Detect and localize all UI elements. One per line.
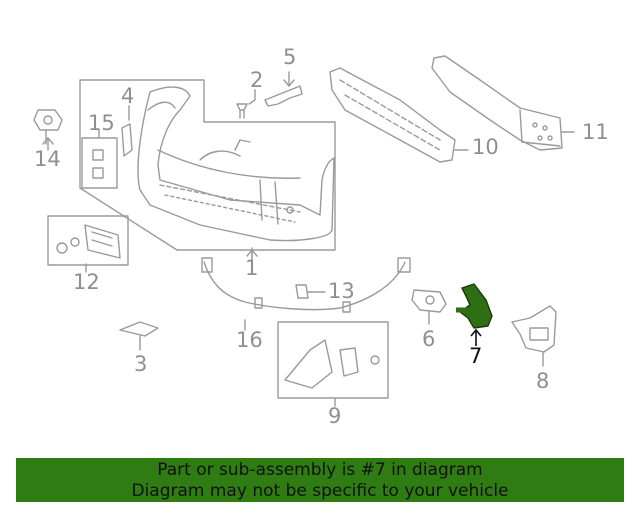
sensor-part-14 (33, 109, 63, 145)
fog-lamp-bezel-part-9 (284, 339, 380, 389)
part-label-3[interactable]: 3 (134, 352, 148, 376)
group-box-9 (277, 321, 389, 399)
bracket-part-8 (511, 305, 557, 367)
bracket-part-4 (121, 105, 133, 157)
part-label-8[interactable]: 8 (536, 369, 550, 393)
part-label-2[interactable]: 2 (250, 68, 264, 92)
part-label-12[interactable]: 12 (73, 270, 100, 294)
part-label-1[interactable]: 1 (245, 256, 259, 280)
banner-line-2: Diagram may not be specific to your vehi… (131, 481, 509, 501)
wire-harness-part-16 (201, 247, 411, 313)
reinforcement-part-11 (431, 55, 575, 151)
bracket-part-3 (119, 321, 159, 351)
bumper-group-box (79, 79, 336, 251)
info-banner: Part or sub-assembly is #7 in diagram Di… (16, 458, 624, 502)
clip-part-2 (236, 89, 256, 119)
part-label-15[interactable]: 15 (88, 111, 115, 135)
part-label-16[interactable]: 16 (236, 328, 263, 352)
part-label-9[interactable]: 9 (328, 404, 342, 428)
bracket-part-5 (264, 71, 303, 107)
holder-part-6 (411, 289, 447, 325)
sensor-part-13 (295, 284, 326, 299)
highlighted-part-7 (456, 283, 493, 346)
part-label-10[interactable]: 10 (472, 135, 499, 159)
absorber-part-10 (329, 67, 469, 163)
part-label-13[interactable]: 13 (328, 279, 355, 303)
parts-diagram (33, 55, 575, 407)
part-label-6[interactable]: 6 (422, 327, 436, 351)
banner-line-1: Part or sub-assembly is #7 in diagram (157, 460, 483, 480)
part-label-11[interactable]: 11 (582, 120, 609, 144)
clips-group-15 (81, 129, 118, 189)
part-label-7[interactable]: 7 (469, 344, 483, 368)
bumper-cover-part (137, 86, 335, 242)
part-label-14[interactable]: 14 (34, 147, 61, 171)
bracket-part-12 (56, 224, 121, 259)
part-label-4[interactable]: 4 (121, 84, 135, 108)
part-label-5[interactable]: 5 (283, 45, 297, 69)
group-box-12 (47, 215, 129, 266)
